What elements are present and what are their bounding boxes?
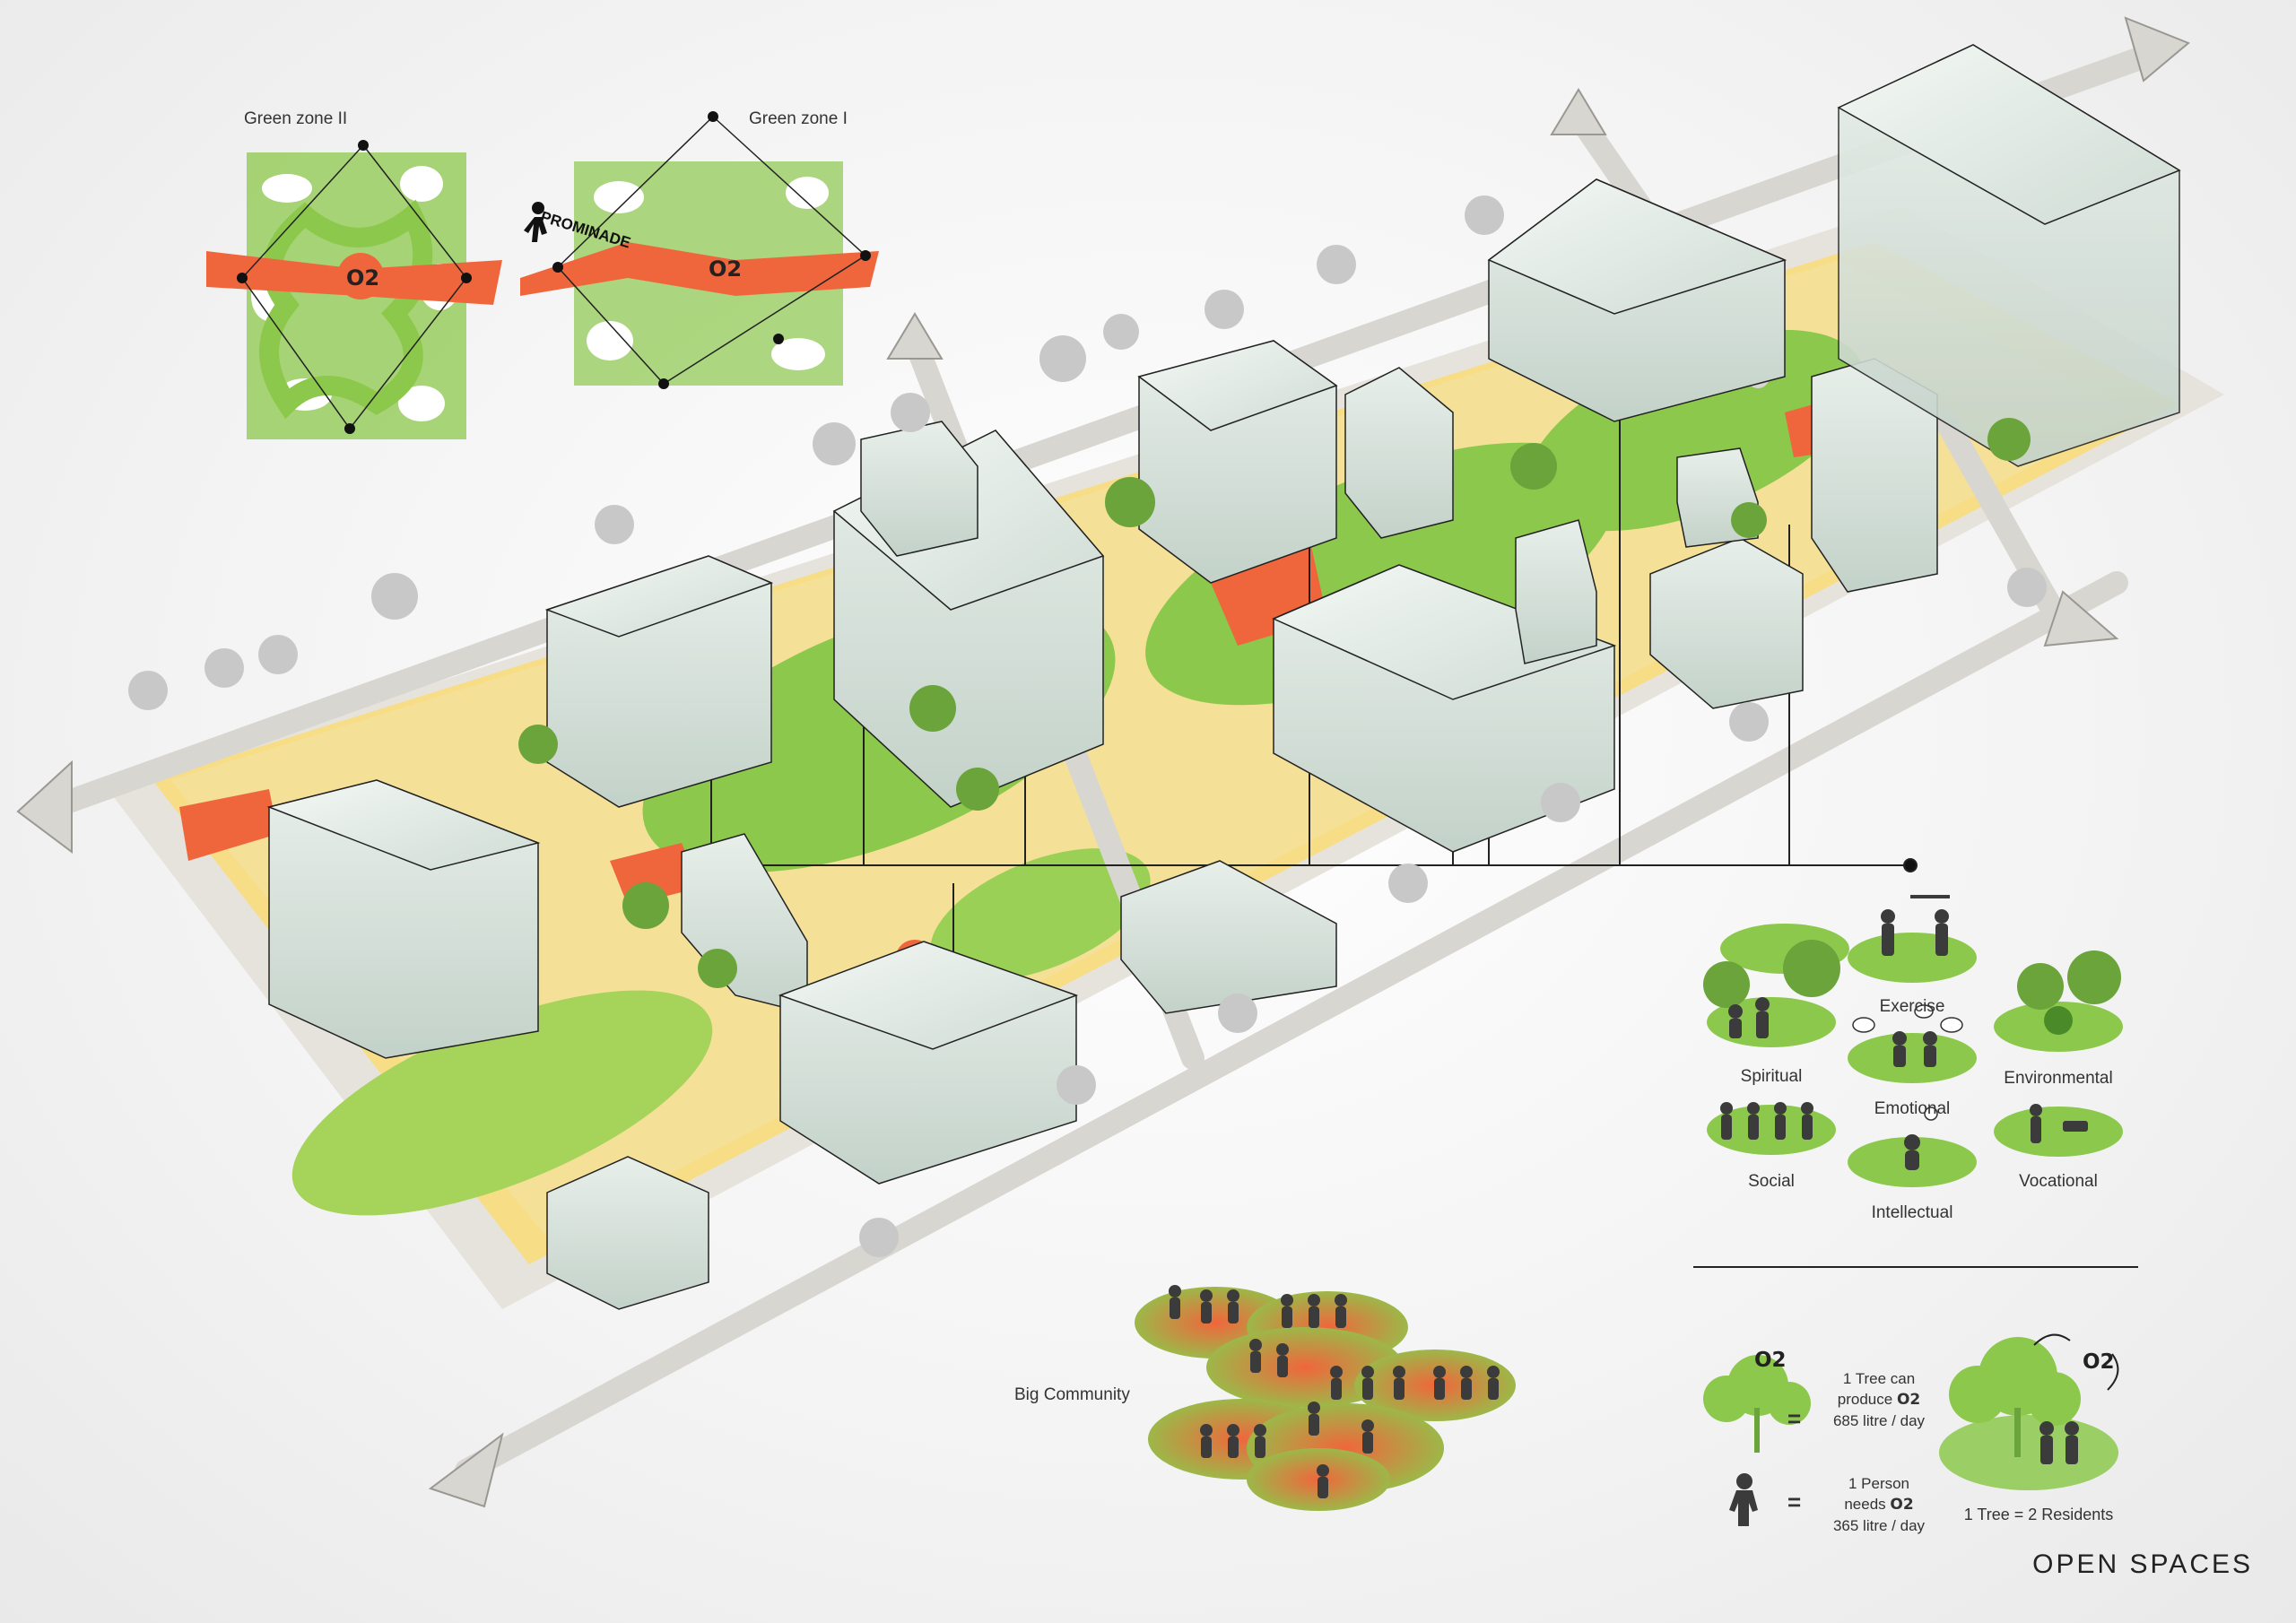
person-icon (1729, 1473, 1758, 1526)
person-fact-o2: O2 (1890, 1496, 1914, 1514)
park-trees (518, 418, 2031, 988)
activity-label-environmental: Environmental (2004, 1069, 2113, 1088)
person-equals-sign: = (1787, 1488, 1802, 1515)
tree-fact-line-3: 685 litre / day (1832, 1412, 1926, 1429)
activity-label-intellectual: Intellectual (1871, 1203, 1953, 1222)
building-block-5 (778, 941, 1079, 1185)
big-community-diagram (1135, 1285, 1516, 1511)
building-block-13 (1344, 367, 1454, 539)
building-block-9 (1487, 178, 1787, 422)
green-zone-1-label: Green zone I (749, 109, 848, 128)
building-block-12 (860, 421, 978, 557)
zone-1-o2-label: O2 (709, 256, 743, 282)
building-block-2 (544, 555, 774, 808)
activity-label-emotional: Emotional (1874, 1099, 1951, 1118)
buildings (266, 44, 2181, 1310)
tree-o2-label: O2 (1754, 1349, 1787, 1372)
tree-residents-icon (1949, 1333, 2119, 1464)
person-fact-line-1: 1 Person (1848, 1475, 1910, 1492)
building-block-16 (546, 1156, 709, 1310)
person-fact: 1 Person needs O2 365 litre / day (1833, 1473, 1925, 1536)
green-zone-2-label: Green zone II (244, 109, 348, 128)
activity-icons (1703, 895, 2123, 1187)
activity-label-spiritual: Spiritual (1740, 1067, 1803, 1086)
big-community-label: Big Community (1014, 1385, 1130, 1404)
street-trees (128, 195, 2047, 1257)
green-zone-2-diagram (206, 140, 502, 439)
person-fact-line-2: needs O2 (1844, 1496, 1914, 1514)
tree-fact: 1 Tree can produce O2 685 litre / day (1833, 1368, 1925, 1431)
tree-icon (1703, 1355, 1811, 1453)
tower-building (1837, 44, 2181, 467)
page-title: OPEN SPACES (2032, 1549, 2253, 1579)
road-arrows (16, 16, 2190, 1508)
tree-fact-o2: O2 (1896, 1391, 1921, 1409)
zone-2-o2-label: O2 (346, 265, 380, 291)
residents-o2-label: O2 (2083, 1350, 2115, 1374)
building-block-14 (1515, 519, 1597, 664)
activity-label-vocational: Vocational (2019, 1172, 2098, 1191)
tree-fact-line-2: produce O2 (1837, 1391, 1921, 1409)
activity-label-exercise: Exercise (1879, 997, 1945, 1016)
activity-figures (1720, 895, 2088, 1170)
tree-equals-sign: = (1787, 1405, 1802, 1432)
activity-label-social: Social (1748, 1172, 1795, 1191)
building-block-7 (1137, 340, 1338, 584)
tree-fact-line-1: 1 Tree can (1842, 1370, 1916, 1387)
oxygen-facts-graphics (1703, 1333, 2119, 1526)
building-block-6 (1120, 860, 1337, 1014)
green-zone-1-diagram (520, 111, 879, 389)
tree-residents-ratio: 1 Tree = 2 Residents (1963, 1506, 2114, 1523)
person-fact-line-3: 365 litre / day (1832, 1517, 1926, 1534)
building-block-1 (266, 779, 541, 1059)
pedestrian-icon (524, 202, 547, 242)
divider (1693, 1266, 2138, 1268)
